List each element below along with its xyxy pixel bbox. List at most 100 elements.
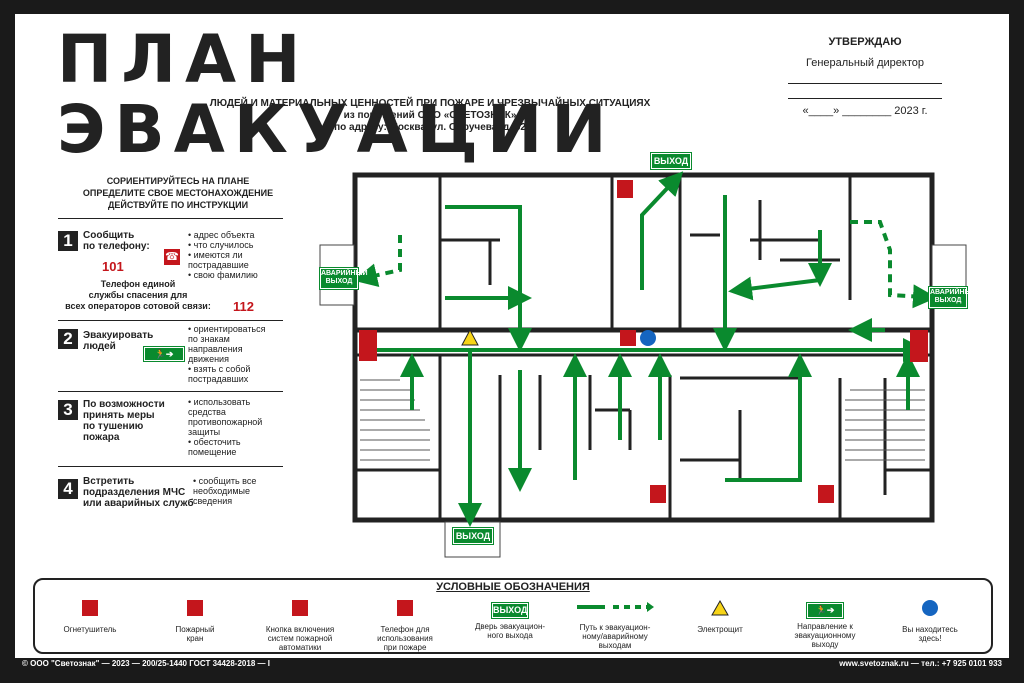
legend-label-line: систем пожарной (267, 634, 333, 643)
stairs (319, 244, 967, 558)
legend-label-line: Путь к эвакуацион- (579, 623, 651, 632)
legend-label-line: Электрощит (697, 625, 743, 634)
legend-label-line: ному/аварийному (582, 632, 648, 641)
step-title-line: по телефону: (83, 241, 150, 252)
legend-label: Электрощит (675, 625, 765, 634)
evacuation-routes (365, 171, 927, 527)
phone-number-101: 101 (102, 259, 124, 274)
approval-heading: УТВЕРЖДАЮ (828, 36, 902, 48)
evacuation-route-icon (577, 602, 654, 612)
legend-label-line: здесь! (918, 634, 942, 643)
instruction-step-1: 1 Сообщить по телефону: 101 ☎ • адрес об… (58, 218, 283, 319)
footer-right: www.svetoznak.ru — тел.: +7 925 0101 933 (839, 659, 1002, 668)
bullet-item: помещение (188, 447, 237, 457)
fire-extinguisher-icon (82, 600, 98, 616)
subtitle-line: из помещений ООО «СВЕТОЗНАК» (343, 110, 517, 121)
step-title-line: принять меры (83, 410, 155, 421)
legend-label: Дверь эвакуацион-ного выхода (465, 622, 555, 640)
bullet-item: пострадавших (188, 374, 249, 384)
bullet-item: направления (188, 344, 243, 354)
step-title-line: людей (83, 341, 116, 352)
legend-label-line: Вы находитесь (902, 625, 958, 634)
step-title-line: Эвакуировать (83, 330, 154, 341)
legend-label-line: Дверь эвакуацион- (474, 622, 546, 631)
page-subtitle: ЛЮДЕЙ И МАТЕРИАЛЬНЫХ ЦЕННОСТЕЙ ПРИ ПОЖАР… (150, 98, 710, 134)
bullet-item: • ориентироваться (188, 324, 266, 334)
exit-sign-bottom: ВЫХОД (453, 528, 493, 544)
phone-number-112: 112 (233, 299, 254, 314)
bullet-item: пострадавшие (188, 260, 249, 270)
legend-title: УСЛОВНЫЕ ОБОЗНАЧЕНИЯ (436, 581, 590, 593)
instruction-step-4: 4 Встретить подразделения МЧС или аварий… (58, 466, 283, 527)
step-title-line: По возможности (83, 399, 165, 410)
legend-label-line: Пожарный (175, 625, 215, 634)
legend-label-line: выходам (598, 641, 632, 650)
step-title: Встретить подразделения МЧС или аварийны… (83, 476, 194, 509)
legend-item: Огнетушитель (45, 600, 135, 634)
step-bullets: • ориентироваться по знакам направления … (188, 324, 266, 384)
walls (352, 172, 935, 523)
electrical-panel-icon (711, 599, 729, 616)
bullet-item: сведения (193, 496, 233, 506)
phone-icon: ☎ (164, 249, 180, 265)
bullet-item: • адрес объекта (188, 230, 255, 240)
legend-label-line: выходу (811, 640, 839, 649)
bullet-item: противопожарной (188, 417, 263, 427)
step-title: Эвакуировать людей (83, 330, 153, 352)
emergency-routes (353, 220, 937, 309)
alarm-button-icon (292, 600, 308, 616)
bullet-item: • обесточить (188, 437, 241, 447)
step-number: 1 (58, 231, 78, 251)
exit-direction-icon: 🏃➔ (144, 347, 184, 361)
exit-direction-icon: 🏃➔ (807, 603, 843, 618)
legend-panel: УСЛОВНЫЕ ОБОЗНАЧЕНИЯ Огнетушитель Пожарн… (33, 578, 993, 654)
step-bullets: • сообщить все необходимые сведения (193, 476, 256, 506)
bullet-item: движения (188, 354, 229, 364)
instruction-step-2: 2 Эвакуировать людей 🏃➔ • ориентироватьс… (58, 320, 283, 391)
signature-line (788, 69, 942, 84)
exit-sign-icon: ВЫХОД (492, 603, 528, 618)
legend-label-line: использования (377, 634, 433, 643)
bullet-item: необходимые (193, 486, 250, 496)
legend-item: ВЫХОД Дверь эвакуацион-ного выхода (465, 600, 555, 640)
legend-item: Электрощит (675, 599, 765, 634)
legend-label-line: кран (186, 634, 204, 643)
instructions-heading: СОРИЕНТИРУЙТЕСЬ НА ПЛАНЕ ОПРЕДЕЛИТЕ СВОЕ… (58, 175, 298, 211)
legend-label-line: при пожаре (383, 643, 427, 652)
step-title-line: Сообщить (83, 230, 135, 241)
approval-position: Генеральный директор (806, 57, 924, 69)
bullet-item: • имеются ли (188, 250, 243, 260)
step-number: 3 (58, 400, 78, 420)
step-bullets: • адрес объекта • что случилось • имеютс… (188, 230, 258, 280)
instructions-heading-line: ДЕЙСТВУЙТЕ ПО ИНСТРУКЦИИ (107, 200, 249, 210)
page-title: ПЛАН ЭВАКУАЦИИ (57, 21, 616, 168)
bullet-item: средства (188, 407, 226, 417)
footer-left: © ООО "Светознак" — 2023 — 200/25-1440 Г… (22, 659, 270, 668)
step-title: Сообщить по телефону: (83, 230, 150, 252)
bullet-item: • сообщить все (193, 476, 257, 486)
legend-label-line: Телефон для (380, 625, 430, 634)
you-are-here-icon (922, 600, 938, 616)
step-title-line: пожара (83, 432, 120, 443)
step-title: По возможности принять меры по тушению п… (83, 399, 165, 443)
step-title-line: по тушению (83, 421, 144, 432)
signature-line (788, 84, 942, 99)
legend-label-line: автоматики (278, 643, 322, 652)
step-bullets: • использовать средства противопожарной … (188, 397, 262, 457)
legend-label-line: Кнопка включения (265, 625, 335, 634)
subtitle-line: по адресу: Москва, ул. Обручева, д. 52 (334, 122, 526, 133)
step-number: 4 (58, 479, 78, 499)
subtitle-line: ЛЮДЕЙ И МАТЕРИАЛЬНЫХ ЦЕННОСТЕЙ ПРИ ПОЖАР… (209, 98, 651, 109)
exit-sign-top: ВЫХОД (651, 153, 691, 169)
plan-markers (359, 180, 928, 503)
